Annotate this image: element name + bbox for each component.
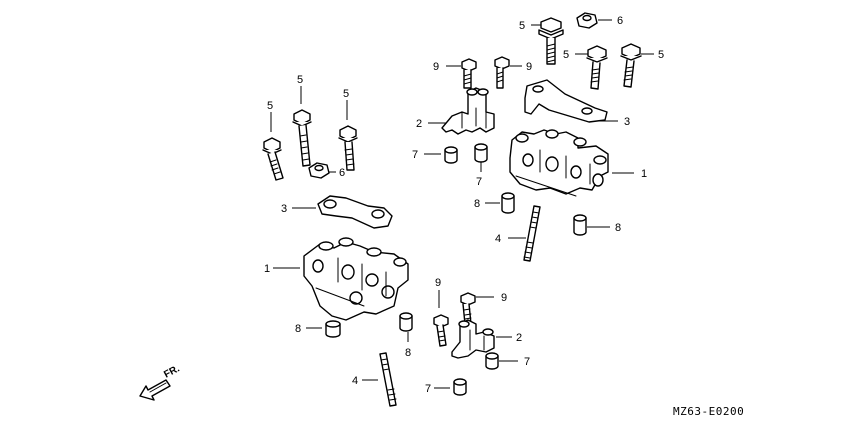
callout-7: 7 bbox=[425, 383, 431, 395]
bolt-9-a[interactable] bbox=[446, 58, 477, 89]
holder-2-lower[interactable] bbox=[451, 319, 512, 359]
callout-5: 5 bbox=[658, 49, 664, 61]
callout-7: 7 bbox=[476, 176, 482, 188]
callout-1: 1 bbox=[641, 168, 647, 180]
flange-bolt-5-left-c[interactable] bbox=[338, 100, 358, 171]
callout-7: 7 bbox=[412, 149, 418, 161]
callout-5: 5 bbox=[563, 49, 569, 61]
flange-bolt-5-right-b[interactable] bbox=[620, 43, 654, 88]
diagram-code: MZ63-E0200 bbox=[673, 405, 744, 418]
callout-7: 7 bbox=[524, 356, 530, 368]
callout-9: 9 bbox=[501, 292, 507, 304]
dowel-7-upper-b[interactable] bbox=[474, 143, 488, 172]
nut-6-top[interactable] bbox=[576, 12, 612, 29]
callout-3: 3 bbox=[624, 116, 630, 128]
flange-bolt-5-left-a[interactable] bbox=[262, 112, 284, 181]
callout-4: 4 bbox=[495, 233, 501, 245]
flange-bolt-5-right-a[interactable] bbox=[575, 45, 608, 90]
front-direction-arrow: FR. bbox=[139, 363, 182, 401]
callout-3: 3 bbox=[281, 203, 287, 215]
dowel-7-lower-b[interactable] bbox=[434, 378, 467, 396]
callout-5: 5 bbox=[297, 74, 303, 86]
bracket-3-left[interactable] bbox=[292, 195, 393, 229]
callout-8: 8 bbox=[474, 198, 480, 210]
stud-bolt-4-left[interactable] bbox=[362, 352, 397, 407]
callout-5: 5 bbox=[343, 88, 349, 100]
callout-2: 2 bbox=[416, 118, 422, 130]
dowel-7-lower-a[interactable] bbox=[485, 352, 518, 370]
holder-2-upper[interactable] bbox=[428, 87, 495, 135]
callout-2: 2 bbox=[516, 332, 522, 344]
callout-5: 5 bbox=[267, 100, 273, 112]
dowel-8-upper-b[interactable] bbox=[573, 214, 610, 236]
callout-6: 6 bbox=[617, 15, 623, 27]
callout-8: 8 bbox=[615, 222, 621, 234]
dowel-8-left-a[interactable] bbox=[306, 320, 341, 338]
callout-9: 9 bbox=[526, 61, 532, 73]
callout-4: 4 bbox=[352, 375, 358, 387]
nut-6-left[interactable] bbox=[308, 162, 336, 179]
flange-bolt-5-top[interactable] bbox=[531, 17, 564, 65]
callout-9: 9 bbox=[433, 61, 439, 73]
callout-1: 1 bbox=[264, 263, 270, 275]
flange-bolt-5-left-b[interactable] bbox=[292, 86, 312, 167]
bolt-9-c[interactable] bbox=[433, 290, 449, 347]
callout-8: 8 bbox=[405, 347, 411, 359]
dowel-7-upper-a[interactable] bbox=[424, 146, 458, 164]
fr-label: FR. bbox=[162, 363, 182, 380]
bolt-9-d[interactable] bbox=[460, 292, 494, 325]
bracket-3-right[interactable] bbox=[524, 79, 618, 123]
callout-8: 8 bbox=[295, 323, 301, 335]
cam-holder-1-right[interactable] bbox=[509, 129, 634, 197]
cam-holder-1-left[interactable] bbox=[273, 237, 409, 321]
callout-9: 9 bbox=[435, 277, 441, 289]
callout-6: 6 bbox=[339, 167, 345, 179]
bolt-9-b[interactable] bbox=[494, 56, 522, 89]
stud-bolt-4-upper[interactable] bbox=[508, 205, 541, 262]
dowel-8-left-b[interactable] bbox=[399, 312, 413, 342]
callout-5: 5 bbox=[519, 20, 525, 32]
dowel-8-upper-a[interactable] bbox=[485, 192, 515, 214]
